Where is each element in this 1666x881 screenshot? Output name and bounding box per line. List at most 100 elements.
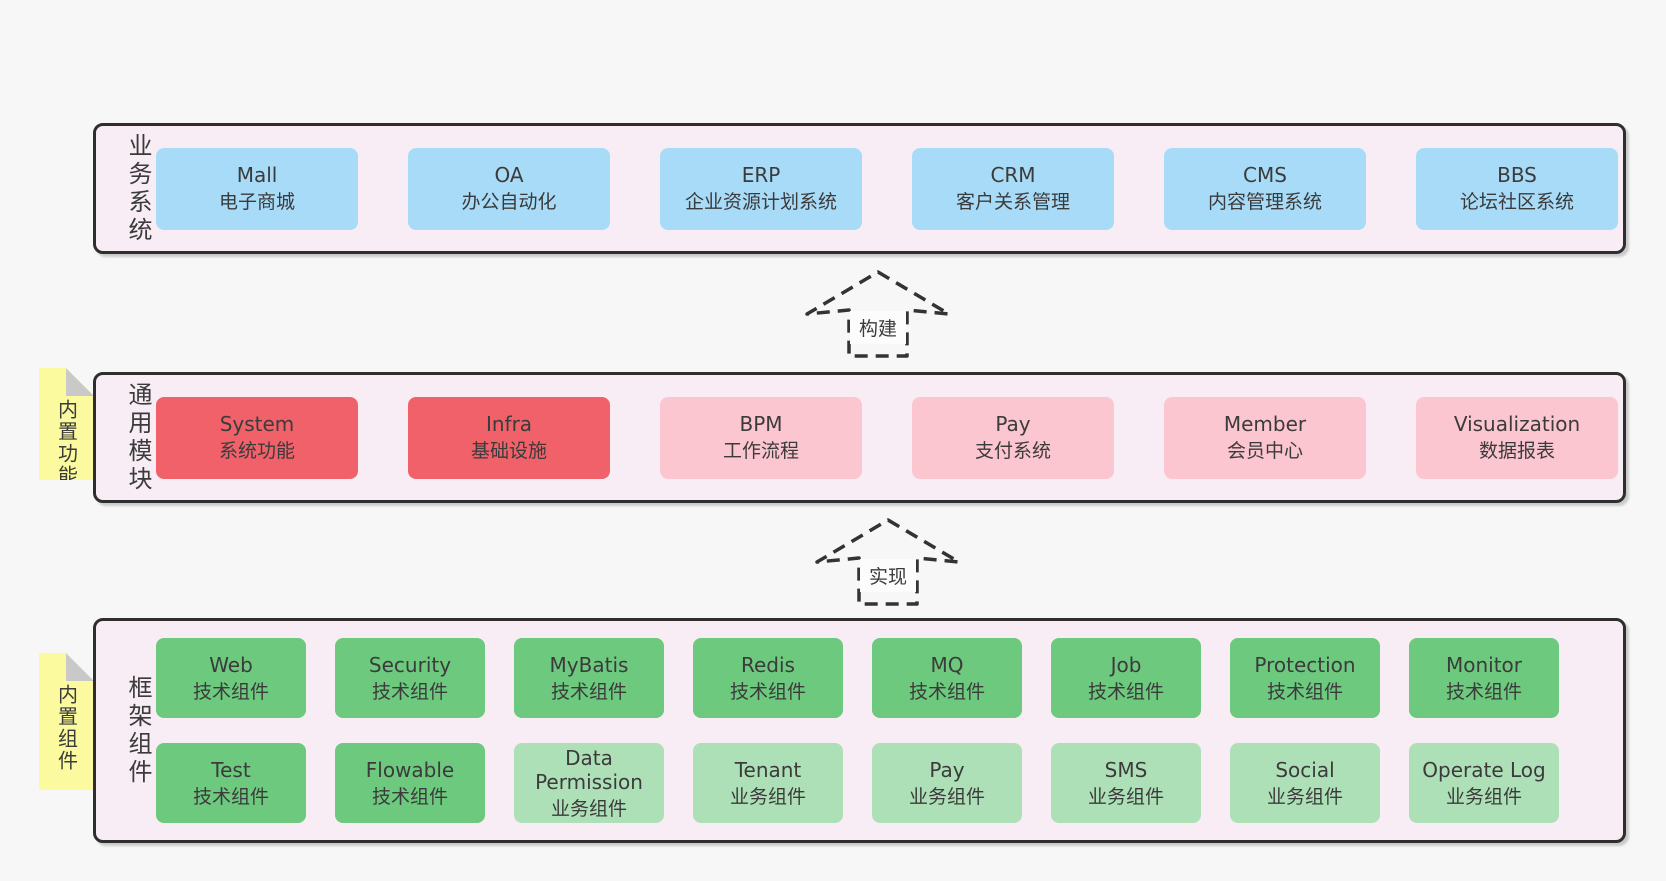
box-subtitle: 论坛社区系统 <box>1459 191 1574 214</box>
sticky-note-builtin-features: 内置功能 <box>39 368 94 480</box>
box-flowable: Flowable 技术组件 <box>335 743 485 823</box>
box-title: Social <box>1275 757 1335 782</box>
arrow-label: 构建 <box>859 318 897 340</box>
framework-row-1: Web 技术组件 Security 技术组件 MyBatis 技术组件 Redi… <box>156 638 1623 718</box>
box-title: System <box>219 412 295 437</box>
folded-corner-icon <box>66 368 94 396</box>
box-subtitle: 技术组件 <box>1087 680 1164 703</box>
box-pay-system: Pay 支付系统 <box>912 396 1114 479</box>
box-cms: CMS 内容管理系统 <box>1164 147 1366 230</box>
box-sms: SMS 业务组件 <box>1051 743 1201 823</box>
box-crm: CRM 客户关系管理 <box>912 147 1114 230</box>
box-title: Job <box>1110 652 1142 677</box>
box-subtitle: 业务组件 <box>1266 785 1343 808</box>
dashed-up-arrow-icon: 构建 <box>805 270 951 358</box>
box-subtitle: 技术组件 <box>192 680 269 703</box>
panel-label-framework-components: 框架组件 <box>124 674 152 787</box>
folded-corner-icon <box>66 653 94 681</box>
box-mq: MQ 技术组件 <box>872 638 1022 718</box>
box-pay-component: Pay 业务组件 <box>872 743 1022 823</box>
box-title: Security <box>368 652 452 677</box>
framework-row-2: Test 技术组件 Flowable 技术组件 Data Permission … <box>156 743 1623 823</box>
box-title: Protection <box>1254 652 1356 677</box>
box-erp: ERP 企业资源计划系统 <box>660 147 862 230</box>
box-subtitle: 客户关系管理 <box>955 191 1070 214</box>
box-subtitle: 业务组件 <box>550 797 627 820</box>
box-title: Monitor <box>1445 652 1523 677</box>
box-subtitle: 技术组件 <box>729 680 806 703</box>
box-visualization: Visualization 数据报表 <box>1416 396 1618 479</box>
box-subtitle: 技术组件 <box>371 680 448 703</box>
box-title: Mall <box>236 163 278 188</box>
box-mall: Mall 电子商城 <box>156 147 358 230</box>
box-social: Social 业务组件 <box>1230 743 1380 823</box>
build-arrow: 构建 <box>803 268 953 360</box>
sticky-note-builtin-components: 内置组件 <box>39 653 94 790</box>
framework-components-panel: 框架组件 Web 技术组件 Security 技术组件 MyBatis 技术组件… <box>93 618 1626 843</box>
box-title: Member <box>1223 412 1307 437</box>
box-tenant: Tenant 业务组件 <box>693 743 843 823</box>
box-oa: OA 办公自动化 <box>408 147 610 230</box>
modules-boxes-row: System 系统功能 Infra 基础设施 BPM 工作流程 Pay 支付系统… <box>156 396 1623 479</box>
arrow-label-background <box>860 559 916 592</box>
box-subtitle: 办公自动化 <box>461 191 557 214</box>
business-boxes-row: Mall 电子商城 OA 办公自动化 ERP 企业资源计划系统 CRM 客户关系… <box>156 147 1623 230</box>
box-subtitle: 业务组件 <box>1087 785 1164 808</box>
box-subtitle: 业务组件 <box>1445 785 1522 808</box>
box-subtitle: 技术组件 <box>371 785 448 808</box>
box-title: SMS <box>1104 757 1148 782</box>
box-redis: Redis 技术组件 <box>693 638 843 718</box>
box-security: Security 技术组件 <box>335 638 485 718</box>
box-title: Tenant <box>734 757 802 782</box>
box-title: CRM <box>990 163 1036 188</box>
box-protection: Protection 技术组件 <box>1230 638 1380 718</box>
box-data-permission: Data Permission 业务组件 <box>514 743 664 823</box>
box-subtitle: 会员中心 <box>1226 440 1303 463</box>
box-subtitle: 企业资源计划系统 <box>684 191 837 214</box>
box-member: Member 会员中心 <box>1164 396 1366 479</box>
box-title: Redis <box>741 652 795 677</box>
box-title: BBS <box>1497 163 1537 188</box>
arrow-label-background <box>850 311 906 344</box>
implement-arrow: 实现 <box>813 516 963 608</box>
business-systems-panel: 业务系统 Mall 电子商城 OA 办公自动化 ERP 企业资源计划系统 CRM… <box>93 123 1626 254</box>
box-subtitle: 技术组件 <box>192 785 269 808</box>
framework-boxes-grid: Web 技术组件 Security 技术组件 MyBatis 技术组件 Redi… <box>156 638 1623 823</box>
box-subtitle: 基础设施 <box>470 440 547 463</box>
box-monitor: Monitor 技术组件 <box>1409 638 1559 718</box>
panel-label-business-systems: 业务系统 <box>124 132 152 245</box>
box-title: Pay <box>929 757 965 782</box>
box-subtitle: 业务组件 <box>908 785 985 808</box>
box-title: ERP <box>741 163 781 188</box>
box-title: Infra <box>485 412 533 437</box>
box-subtitle: 支付系统 <box>974 440 1051 463</box>
box-subtitle: 技术组件 <box>1266 680 1343 703</box>
box-subtitle: 内容管理系统 <box>1207 191 1322 214</box>
box-web: Web 技术组件 <box>156 638 306 718</box>
box-title: BPM <box>739 412 783 437</box>
box-mybatis: MyBatis 技术组件 <box>514 638 664 718</box>
box-title: OA <box>494 163 524 188</box>
box-title: Test <box>211 757 251 782</box>
box-subtitle: 技术组件 <box>908 680 985 703</box>
box-test: Test 技术组件 <box>156 743 306 823</box>
box-subtitle: 技术组件 <box>1445 680 1522 703</box>
box-title: Operate Log <box>1422 757 1546 782</box>
panel-label-common-modules: 通用模块 <box>124 381 152 494</box>
box-subtitle: 系统功能 <box>218 440 295 463</box>
box-subtitle: 电子商城 <box>218 191 295 214</box>
box-subtitle: 数据报表 <box>1478 440 1555 463</box>
box-system: System 系统功能 <box>156 396 358 479</box>
box-title: CMS <box>1243 163 1287 188</box>
box-subtitle: 业务组件 <box>729 785 806 808</box>
box-job: Job 技术组件 <box>1051 638 1201 718</box>
box-infra: Infra 基础设施 <box>408 396 610 479</box>
box-title: Pay <box>995 412 1031 437</box>
box-title: Visualization <box>1453 412 1581 437</box>
arrow-outline <box>805 270 951 358</box>
box-subtitle: 工作流程 <box>722 440 799 463</box>
box-bpm: BPM 工作流程 <box>660 396 862 479</box>
box-title: MQ <box>930 652 964 677</box>
dashed-up-arrow-icon: 实现 <box>815 518 961 606</box>
arrow-label: 实现 <box>869 566 907 588</box>
